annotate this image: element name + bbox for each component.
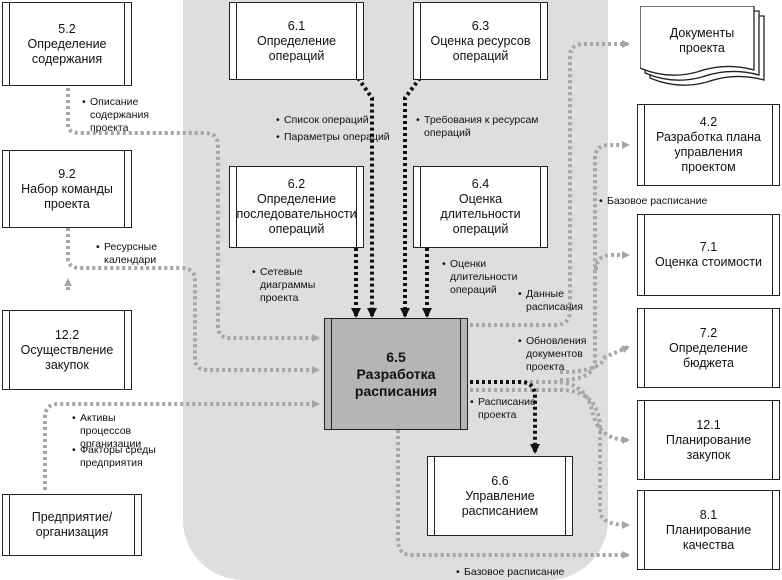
process-6-4[interactable]: 6.4 Оценка длительности операций — [413, 166, 548, 248]
process-number: 8.1 — [699, 507, 718, 522]
label-text: Факторы среды предприятия — [80, 444, 156, 469]
arrow-enterprise-to-main — [43, 400, 320, 490]
label-document-updates: •Обновления документов проекта — [518, 335, 596, 374]
process-number: 6.1 — [287, 18, 306, 33]
label-resource-requirements: •Требования к ресурсам операций — [416, 114, 539, 139]
label-project-schedule: •Расписание проекта — [470, 396, 538, 422]
label-text: Список операций — [284, 114, 369, 126]
documents-title: Документы проекта — [669, 26, 735, 55]
process-9-2[interactable]: 9.2 Набор команды проекта — [2, 150, 132, 228]
process-title: Предприятие/ организация — [31, 510, 113, 539]
enterprise-box[interactable]: Предприятие/ организация — [2, 494, 142, 556]
process-title: Планирование качества — [665, 522, 752, 552]
process-number: 5.2 — [58, 21, 76, 36]
process-number: 6.4 — [471, 177, 490, 191]
process-title: Разработка плана управления проектом — [656, 130, 761, 174]
process-6-1[interactable]: 6.1 Определение операций — [229, 2, 364, 80]
process-7-2[interactable]: 7.2 Определение бюджета — [637, 308, 780, 388]
label-duration-estimates: •Оценки длительности операций — [442, 258, 550, 297]
process-title: Оценка длительности операций — [440, 192, 521, 236]
process-number: 7.1 — [699, 240, 718, 254]
arrow-main-to-72 — [559, 345, 630, 374]
label-resource-calendars: •Ресурсные календари — [96, 241, 164, 267]
label-baseline-bottom: •Базовое расписание — [456, 566, 565, 578]
process-number: 6.2 — [287, 177, 306, 191]
label-activity-params: •Параметры операций — [276, 131, 390, 143]
process-6-2[interactable]: 6.2 Определение последовательности опера… — [229, 166, 364, 248]
process-number: 12.2 — [54, 327, 80, 342]
process-6-3[interactable]: 6.3 Оценка ресурсов операций — [413, 2, 548, 80]
process-title: Оценка стоимости — [654, 255, 763, 269]
process-number: 6.3 — [471, 18, 490, 33]
process-title: Определение последовательности операций — [236, 192, 357, 236]
label-text: Требования к ресурсам операций — [424, 114, 539, 139]
process-number: 9.2 — [58, 166, 76, 181]
process-title: Набор команды проекта — [21, 181, 113, 211]
label-process-assets: •Активы процессов организации — [72, 412, 165, 451]
process-8-1[interactable]: 8.1 Планирование качества — [637, 490, 780, 570]
arrow-61-to-main — [356, 76, 377, 318]
arrow-main-to-81 — [470, 388, 630, 529]
label-activity-list: •Список операций — [276, 114, 369, 126]
arrow-baseline-bottom — [396, 430, 630, 559]
arrow-main-to-42 — [559, 141, 630, 382]
process-title: Определение содержания — [27, 36, 107, 66]
label-text: Активы процессов организации — [80, 412, 142, 450]
document-stack-icon — [640, 6, 765, 86]
label-text: Базовое расписание — [464, 566, 565, 578]
arrow-team-to-main — [66, 228, 320, 374]
project-documents[interactable]: Документы проекта — [640, 6, 768, 86]
process-5-2[interactable]: 5.2 Определение содержания — [2, 2, 132, 86]
process-6-6[interactable]: 6.6 Управление расписанием — [427, 456, 573, 536]
label-text: Параметры операций — [284, 131, 390, 143]
label-text: Данные расписания — [526, 288, 583, 313]
label-text: Сетевые диаграммы проекта — [260, 266, 316, 304]
process-number: 6.6 — [491, 473, 509, 488]
arrow-63-to-main — [400, 76, 422, 318]
label-baseline-top: •Базовое расписание — [599, 195, 708, 207]
process-title: Оценка ресурсов операций — [430, 33, 531, 63]
label-scope-description: •Описание содержания проекта — [82, 96, 185, 135]
process-12-2[interactable]: 12.2 Осуществление закупок — [2, 310, 132, 390]
label-text: Оценки длительности операций — [450, 258, 518, 296]
process-title: Разработка расписания — [354, 365, 438, 399]
label-text: Ресурсные календари — [104, 241, 158, 266]
label-text: Обновления документов проекта — [526, 335, 587, 373]
process-title: Планирование закупок — [665, 432, 752, 462]
process-number: 12.1 — [696, 417, 721, 432]
process-number: 6.5 — [386, 348, 406, 365]
process-title: Определение бюджета — [668, 340, 749, 370]
label-text: Базовое расписание — [607, 195, 708, 207]
arrow-main-to-66 — [470, 380, 540, 454]
label-text: Описание содержания проекта — [90, 96, 149, 134]
arrow-scope-to-main — [66, 88, 320, 342]
process-12-1[interactable]: 12.1 Планирование закупок — [637, 400, 780, 480]
process-4-2[interactable]: 4.2 Разработка плана управления проектом — [637, 104, 780, 186]
label-environment-factors: •Факторы среды предприятия — [72, 444, 160, 470]
process-title: Управление расписанием — [461, 488, 539, 518]
process-number: 4.2 — [699, 115, 718, 129]
process-number: 7.2 — [699, 325, 718, 340]
process-7-1[interactable]: 7.1 Оценка стоимости — [637, 214, 780, 296]
arrow-main-to-docs — [470, 40, 630, 327]
label-schedule-data: •Данные расписания — [518, 288, 583, 313]
label-network-diagrams: •Сетевые диаграммы проекта — [252, 266, 355, 305]
arrow-main-to-71 — [594, 251, 630, 271]
process-6-5[interactable]: 6.5 Разработка расписания — [324, 318, 468, 430]
process-title: Определение операций — [256, 33, 337, 63]
label-text: Расписание проекта — [478, 396, 536, 421]
arrow-main-to-121 — [470, 380, 630, 444]
process-title: Осуществление закупок — [20, 342, 114, 372]
